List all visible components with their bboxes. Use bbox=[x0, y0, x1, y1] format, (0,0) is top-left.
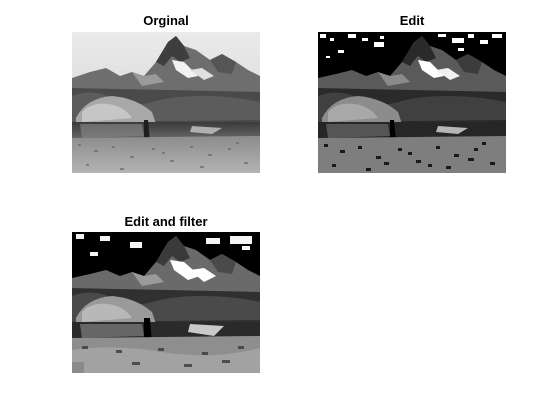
panel-title-edit-and-filter: Edit and filter bbox=[124, 214, 208, 229]
mountain-lake-photo-edit bbox=[318, 32, 506, 173]
image-original bbox=[72, 32, 260, 173]
panel-title-edit: Edit bbox=[399, 13, 425, 28]
mountain-lake-photo-original bbox=[72, 32, 260, 173]
panel-title-original: Orginal bbox=[143, 13, 189, 28]
mountain-lake-photo-edit-and-filter bbox=[72, 232, 260, 373]
image-edit bbox=[318, 32, 506, 173]
image-edit-and-filter bbox=[72, 232, 260, 373]
